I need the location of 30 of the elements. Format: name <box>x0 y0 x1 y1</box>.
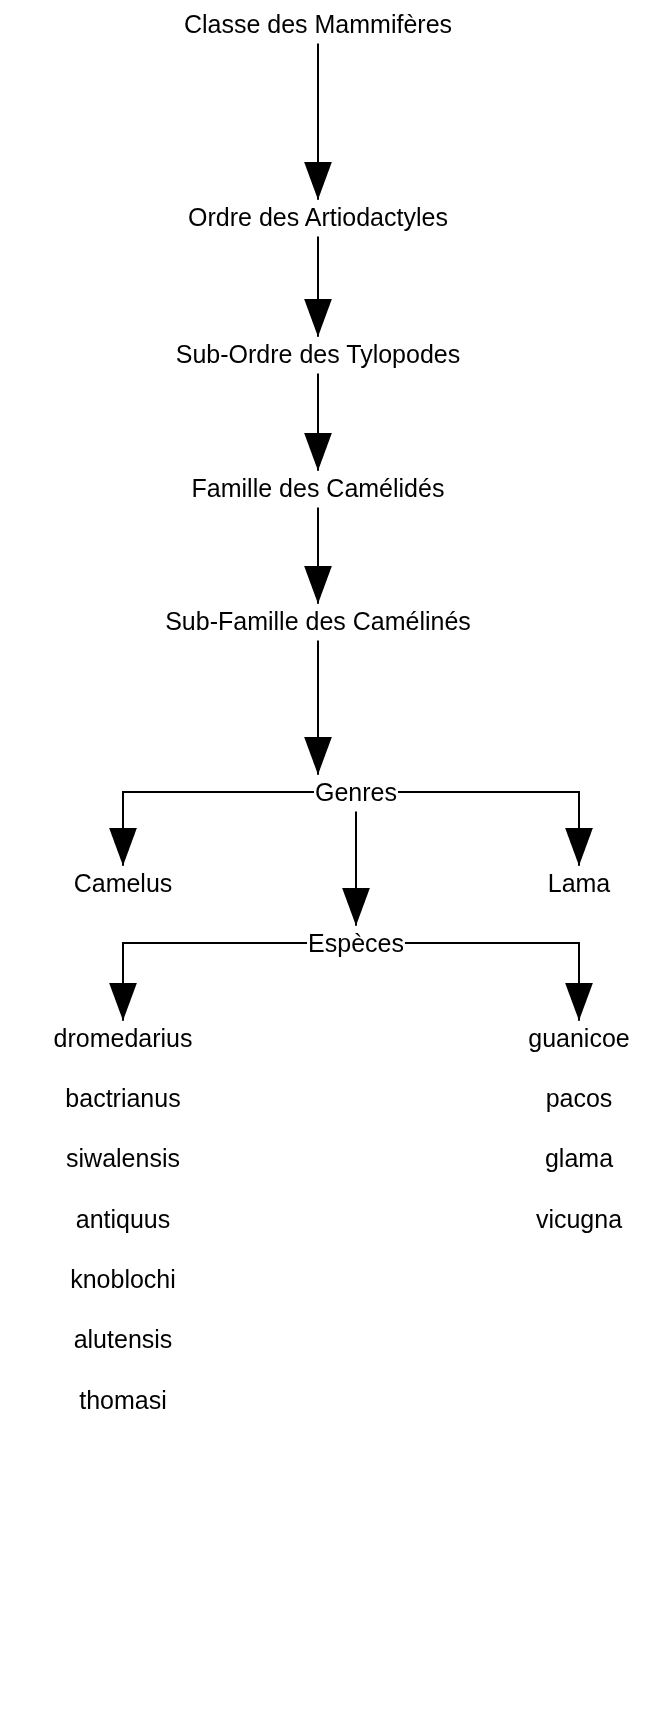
taxon-name: siwalensis <box>63 1142 183 1174</box>
taxon-name: guanicoe <box>525 1022 633 1054</box>
arrow <box>304 639 332 776</box>
taxon-name: glama <box>541 1142 617 1174</box>
arrow <box>304 372 332 472</box>
arrow <box>342 810 370 927</box>
taxon-name: Camelus <box>70 867 176 899</box>
arrow <box>403 942 593 1022</box>
taxon-name: pacos <box>542 1082 616 1114</box>
taxon-name: Sub-Ordre des Tylopodes <box>172 338 464 370</box>
taxon-name: vicugna <box>532 1203 626 1235</box>
taxon-name: Sub-Famille des Camélinés <box>162 605 474 637</box>
taxon-name: Lama <box>544 867 614 899</box>
arrow <box>109 791 315 867</box>
taxon-name: Genres <box>312 776 400 808</box>
taxon-name: thomasi <box>76 1384 170 1416</box>
taxon-name: antiquus <box>72 1203 174 1235</box>
taxon-name: bactrianus <box>62 1082 184 1114</box>
arrow <box>397 791 593 867</box>
arrow <box>109 942 309 1022</box>
taxon-name: Ordre des Artiodactyles <box>185 201 451 233</box>
taxon-name: Classe des Mammifères <box>180 8 456 40</box>
taxon-name: alutensis <box>70 1323 176 1355</box>
taxon-name: knoblochi <box>67 1263 179 1295</box>
arrow <box>304 506 332 605</box>
taxon-name: Espèces <box>305 927 407 959</box>
taxon-name: dromedarius <box>50 1022 196 1054</box>
arrow <box>304 42 332 201</box>
taxon-name: Famille des Camélidés <box>188 472 448 504</box>
arrow <box>304 235 332 338</box>
